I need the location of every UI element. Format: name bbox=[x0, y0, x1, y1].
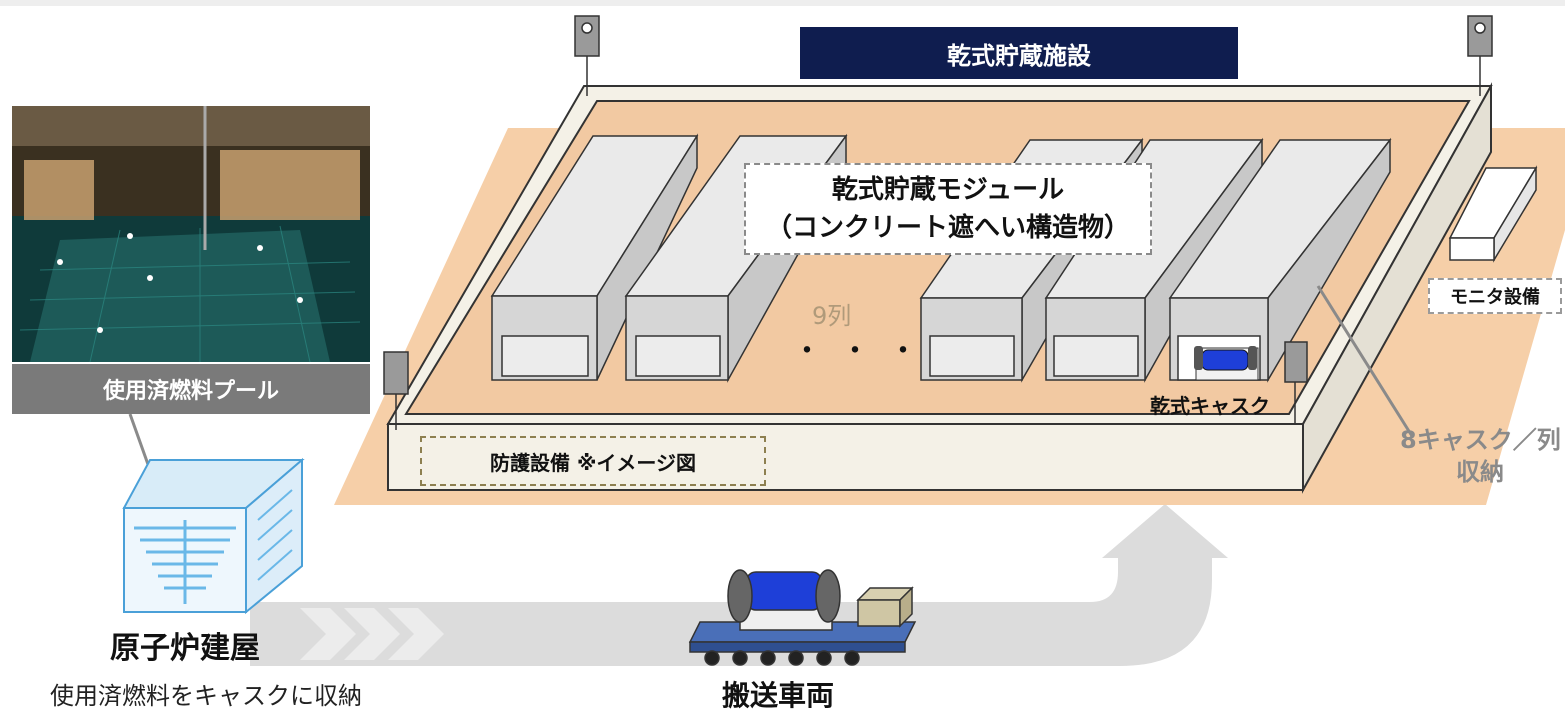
reactor-building-name: 原子炉建屋 bbox=[110, 631, 260, 666]
cask-label: 乾式キャスク bbox=[1150, 394, 1270, 418]
monitor-label: モニタ設備 bbox=[1428, 278, 1562, 314]
dry-cask-icon bbox=[1194, 346, 1259, 381]
protection-label: 防護設備 ※イメージ図 bbox=[420, 436, 766, 486]
storage-leader-line bbox=[1316, 285, 1414, 437]
storage-note-line1: 8キャスク／列 bbox=[1400, 426, 1561, 454]
storage-note-line2: 収納 bbox=[1456, 458, 1504, 486]
module-label-line1: 乾式貯蔵モジュール bbox=[831, 175, 1065, 205]
rows-count: 9列 bbox=[812, 302, 852, 330]
reactor-building-icon bbox=[122, 457, 305, 615]
monitor-equipment bbox=[1448, 165, 1538, 263]
vehicle-label: 搬送車両 bbox=[722, 679, 835, 712]
monitoring-posts bbox=[383, 15, 1493, 430]
pool-caption: 使用済燃料プール bbox=[12, 364, 370, 414]
storage-note: 8キャスク／列 収納 bbox=[1400, 424, 1561, 488]
reactor-building-description: 使用済燃料をキャスクに収納 bbox=[50, 682, 362, 710]
facility-title: 乾式貯蔵施設 bbox=[800, 27, 1238, 79]
spent-fuel-pool-photo bbox=[12, 106, 370, 363]
transport-arrow bbox=[250, 504, 1228, 666]
module-label-line2: （コンクリート遮へい構造物） bbox=[765, 213, 1130, 243]
ellipsis-dots: ・・・ bbox=[792, 334, 936, 369]
module-label: 乾式貯蔵モジュール （コンクリート遮へい構造物） bbox=[744, 163, 1152, 255]
transport-vehicle-icon bbox=[688, 569, 917, 666]
